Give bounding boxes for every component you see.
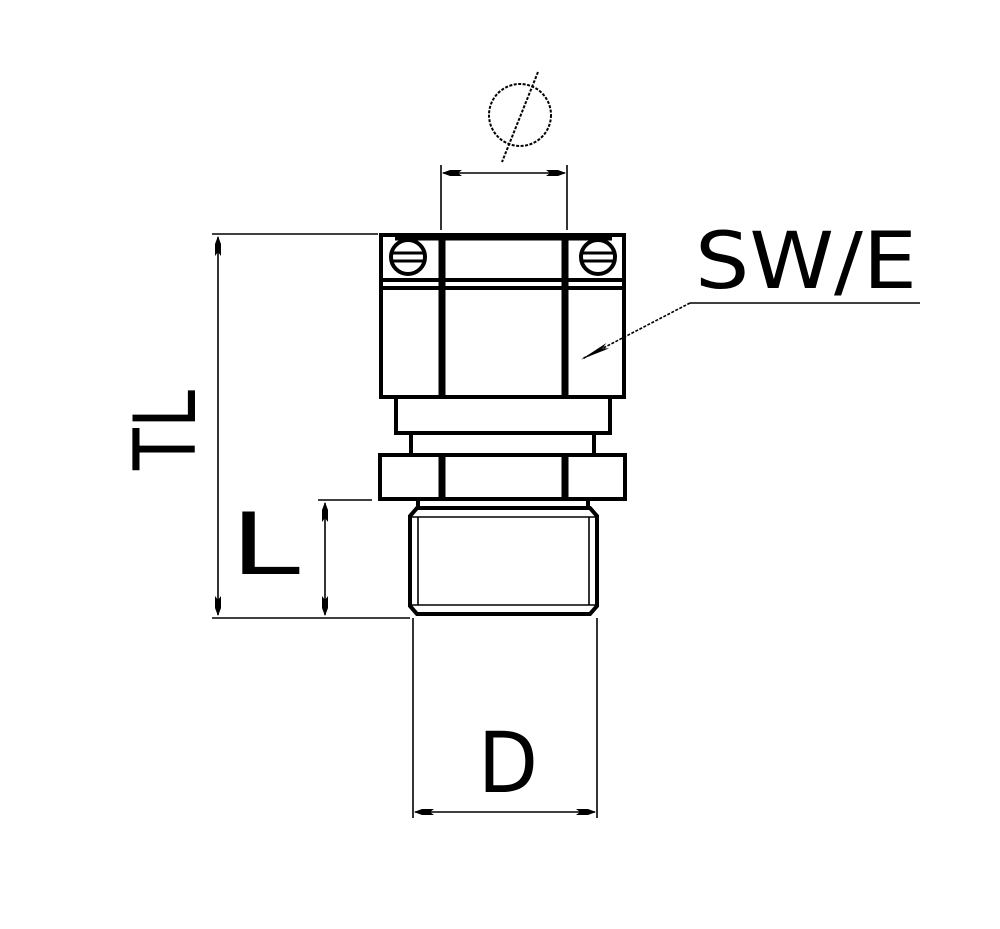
sw-e-callout: SW/E: [581, 217, 920, 360]
screw-right-icon: [579, 238, 617, 276]
thread-diameter-dimension: D: [412, 618, 598, 818]
l-label: L: [230, 495, 300, 595]
neck: [409, 433, 596, 455]
lower-hex: [378, 453, 627, 501]
gland-body: [378, 233, 627, 616]
thread-section: [408, 506, 599, 616]
screw-left-icon: [389, 238, 427, 276]
total-length-dimension: TL: [116, 233, 410, 619]
sw-e-label: SW/E: [695, 217, 917, 307]
d-label: D: [478, 714, 538, 812]
diameter-symbol-icon: [488, 71, 552, 163]
tl-label: TL: [116, 390, 216, 471]
middle-collar: [394, 395, 612, 435]
thread-length-dimension: L: [230, 495, 372, 616]
diameter-dimension: [440, 71, 568, 230]
